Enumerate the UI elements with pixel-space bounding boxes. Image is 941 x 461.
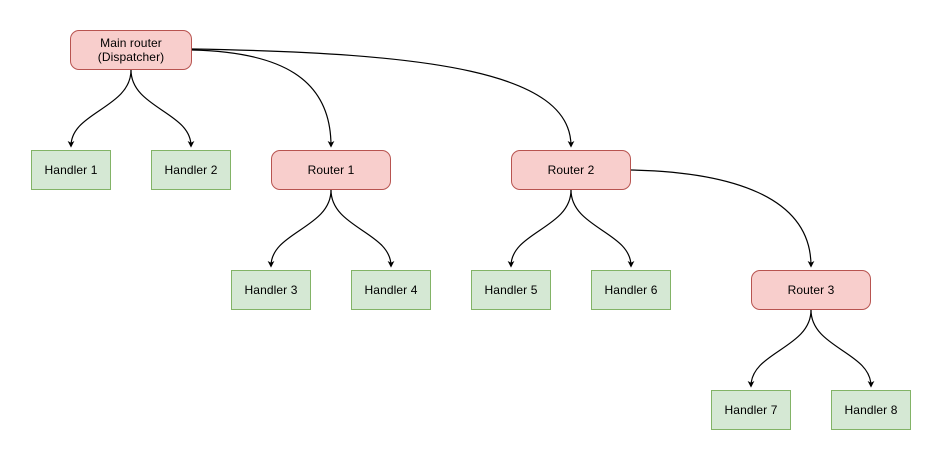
node-label-handler-7: Handler 7 (724, 403, 778, 417)
node-label-handler-2: Handler 2 (164, 163, 218, 177)
node-handler-1[interactable]: Handler 1 (31, 150, 111, 190)
node-label-handler-5: Handler 5 (484, 283, 538, 297)
edge-main-to-router-2 (191, 48, 575, 148)
node-label-router-3: Router 3 (787, 283, 835, 297)
node-label-handler-4: Handler 4 (364, 283, 418, 297)
node-label-handler-6: Handler 6 (604, 283, 658, 297)
node-label-handler-3: Handler 3 (244, 283, 298, 297)
edge-router-2-to-handler-5 (507, 189, 572, 268)
node-label-router-2: Router 2 (547, 163, 595, 177)
edge-router-3-to-handler-7 (747, 309, 812, 388)
node-router-3[interactable]: Router 3 (751, 270, 871, 310)
edge-router-3-to-handler-8 (810, 309, 875, 388)
node-router-1[interactable]: Router 1 (271, 150, 391, 190)
edge-main-to-handler-1 (67, 69, 132, 148)
node-handler-8[interactable]: Handler 8 (831, 390, 911, 430)
node-handler-7[interactable]: Handler 7 (711, 390, 791, 430)
edge-router-1-to-handler-4 (330, 189, 395, 268)
node-label-main-router: Main router (Dispatcher) (97, 36, 165, 64)
node-main-router[interactable]: Main router (Dispatcher) (70, 30, 192, 70)
edges-group (67, 48, 875, 388)
node-handler-4[interactable]: Handler 4 (351, 270, 431, 310)
edge-router-1-to-handler-3 (267, 189, 332, 268)
node-label-router-1: Router 1 (307, 163, 355, 177)
node-router-2[interactable]: Router 2 (511, 150, 631, 190)
edge-main-to-router-1 (191, 49, 335, 148)
edge-router-2-to-handler-6 (570, 189, 635, 268)
node-handler-6[interactable]: Handler 6 (591, 270, 671, 310)
node-label-handler-8: Handler 8 (844, 403, 898, 417)
node-handler-2[interactable]: Handler 2 (151, 150, 231, 190)
node-handler-3[interactable]: Handler 3 (231, 270, 311, 310)
node-handler-5[interactable]: Handler 5 (471, 270, 551, 310)
edge-router-2-to-router-3 (630, 169, 815, 268)
node-label-handler-1: Handler 1 (44, 163, 98, 177)
edge-main-to-handler-2 (130, 69, 195, 148)
